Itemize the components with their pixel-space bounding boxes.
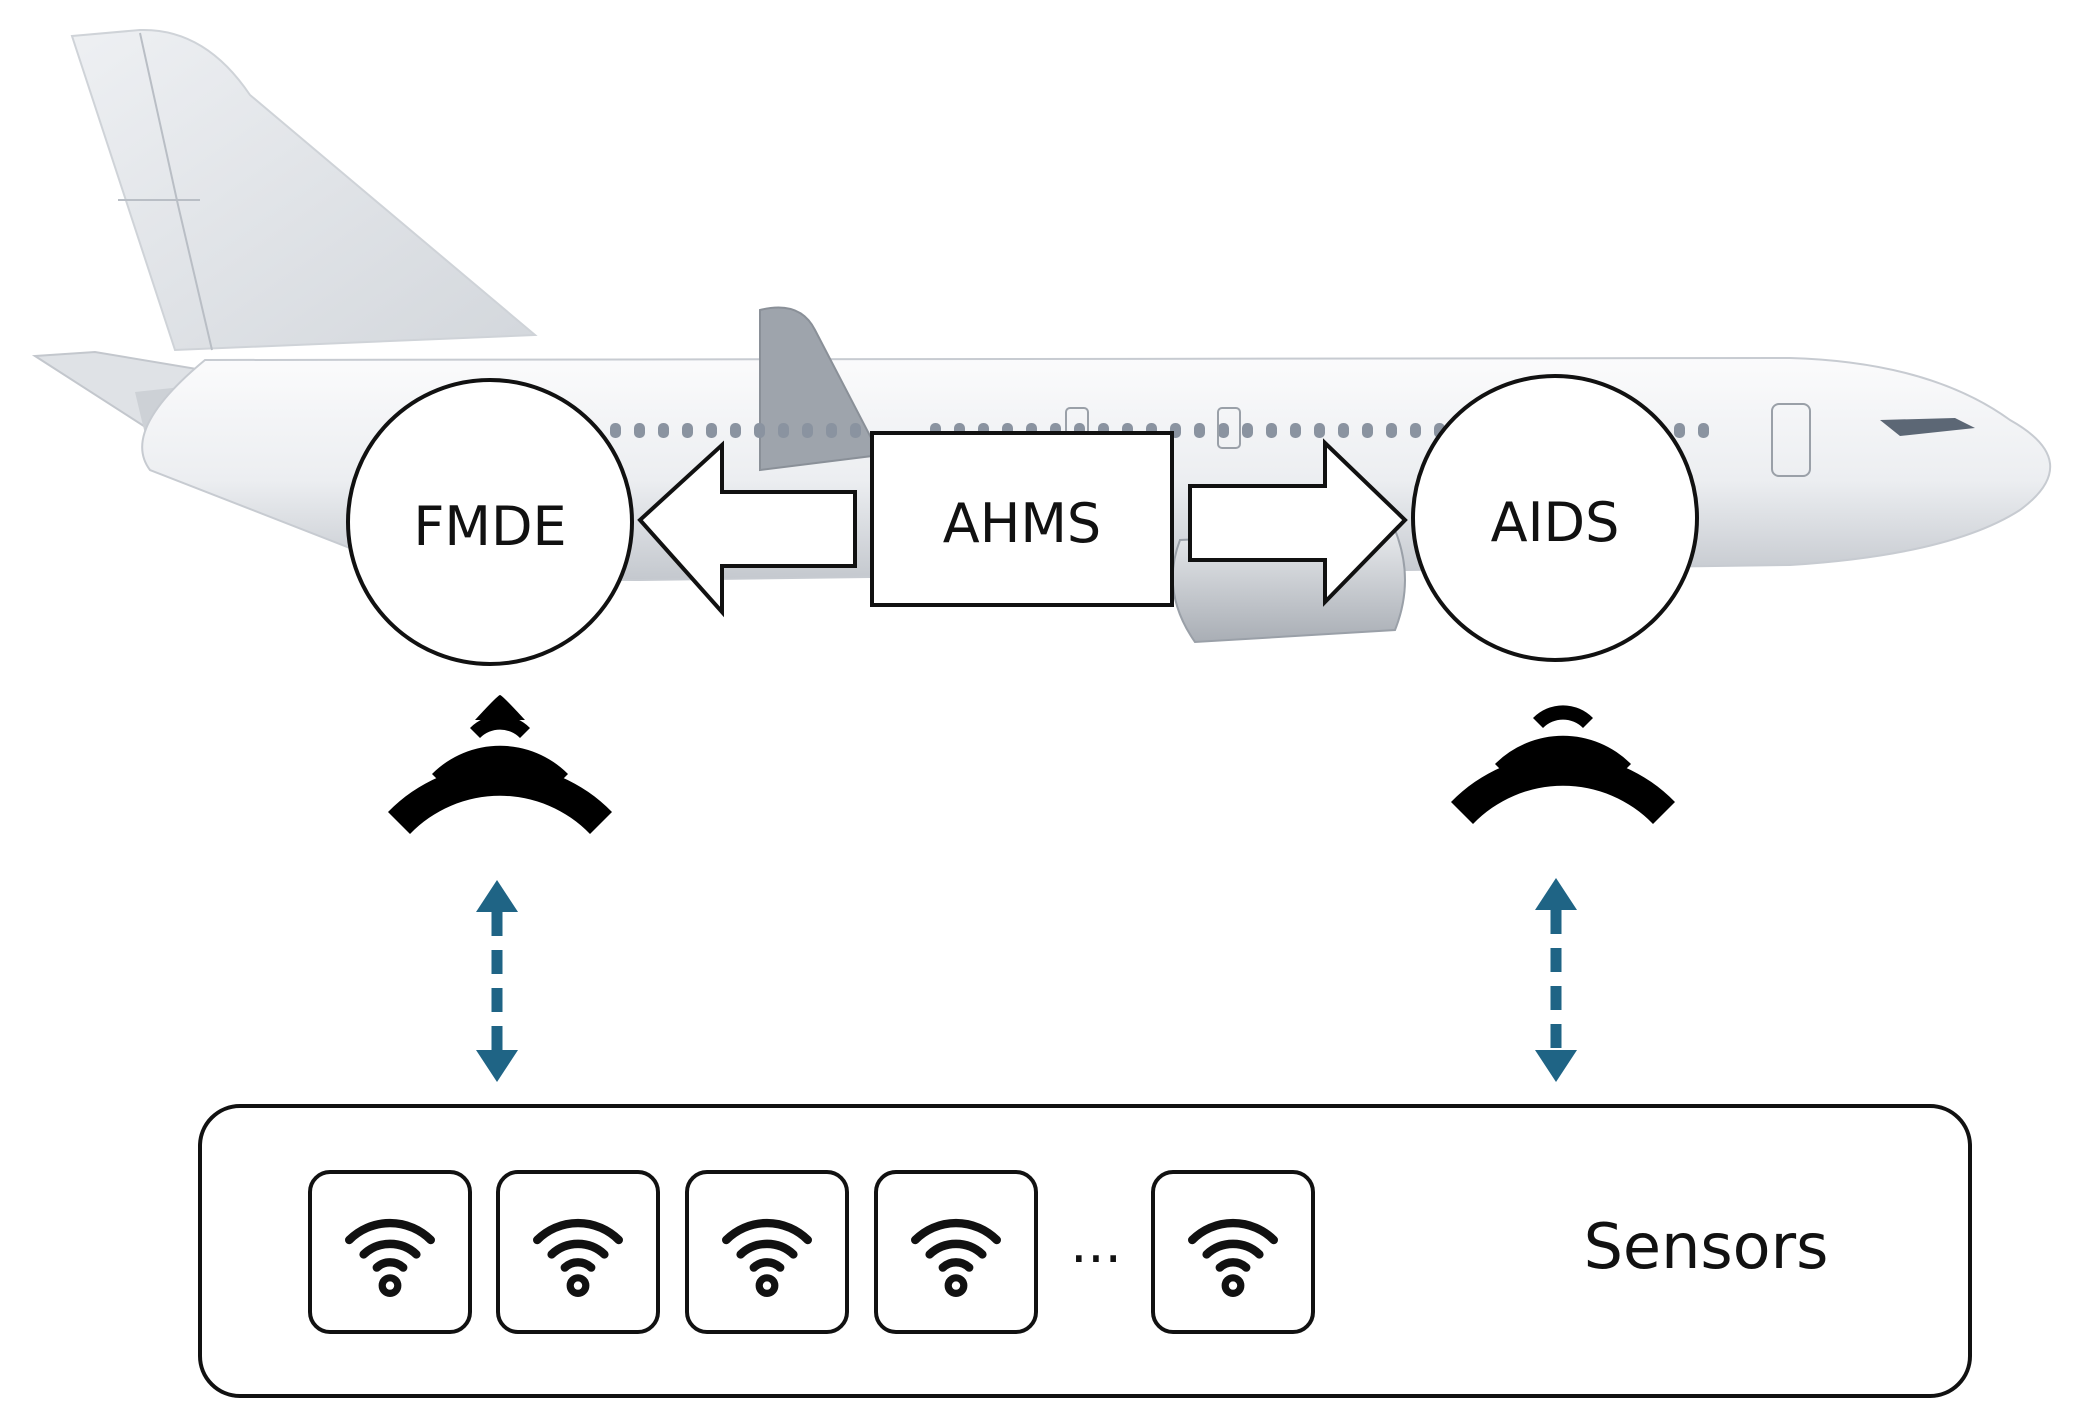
arrow-ahms-to-aids (1188, 438, 1408, 607)
sensors-panel: ... Sensors (198, 1104, 1972, 1398)
wireless-signal-icon (475, 695, 525, 720)
sensors-label: Sensors (1584, 1210, 1829, 1283)
cabin-door (1217, 407, 1241, 449)
sensor-2 (496, 1170, 660, 1334)
tail-fin (70, 28, 538, 352)
fmde-wireless-signal-icon (388, 715, 612, 834)
fmde-sensor-link-arrow (476, 880, 518, 1082)
cockpit-window (1880, 418, 1975, 436)
fmde-label: FMDE (413, 495, 566, 558)
front-door (1771, 403, 1811, 477)
sensor-4 (874, 1170, 1038, 1334)
arrow-ahms-to-fmde (637, 440, 857, 618)
sensor-ellipsis: ... (1070, 1212, 1122, 1275)
ahms-node: AHMS (870, 431, 1174, 607)
aids-sensor-link-arrow (1535, 878, 1577, 1082)
sensor-3 (685, 1170, 849, 1334)
ahms-label: AHMS (943, 492, 1101, 555)
sensor-n (1151, 1170, 1315, 1334)
sensor-1 (308, 1170, 472, 1334)
aids-wireless-signal-icon (1451, 705, 1675, 824)
fmde-node: FMDE (346, 378, 634, 666)
aids-label: AIDS (1491, 491, 1620, 554)
aids-node: AIDS (1411, 374, 1699, 662)
